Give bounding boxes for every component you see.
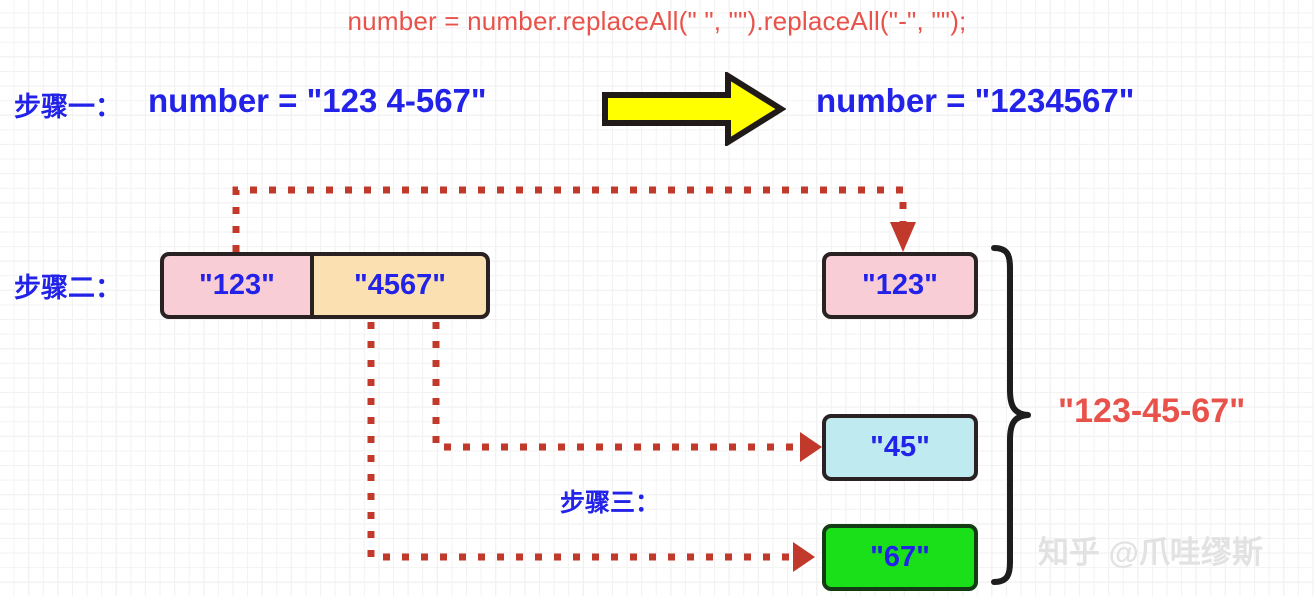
output-box-123: "123" <box>822 252 978 319</box>
arrowhead-45 <box>800 432 822 462</box>
step-three-label: 步骤三： <box>560 489 661 517</box>
right-curly-brace-icon <box>991 245 1031 585</box>
step-two-label: 步骤二： <box>14 273 122 303</box>
step-one-label: 步骤一： <box>14 92 122 122</box>
arrowhead-123 <box>890 222 916 252</box>
connector-45 <box>432 322 802 451</box>
step-one-expression-after: number = "1234567" <box>816 82 1135 119</box>
output-box-45: "45" <box>822 414 978 481</box>
final-result-text: "123-45-67" <box>1058 392 1246 430</box>
output-box-67: "67" <box>822 524 978 591</box>
step-two-segment-4567: "4567" <box>312 252 490 319</box>
arrowhead-67 <box>793 542 815 572</box>
code-formula-text: number = number.replaceAll(" ", "").repl… <box>347 6 967 36</box>
step-one-expression-before: number = "123 4-567" <box>148 82 487 119</box>
right-block-arrow-icon <box>602 72 786 146</box>
connector-123 <box>232 186 907 252</box>
step-two-segment-123: "123" <box>160 252 312 319</box>
